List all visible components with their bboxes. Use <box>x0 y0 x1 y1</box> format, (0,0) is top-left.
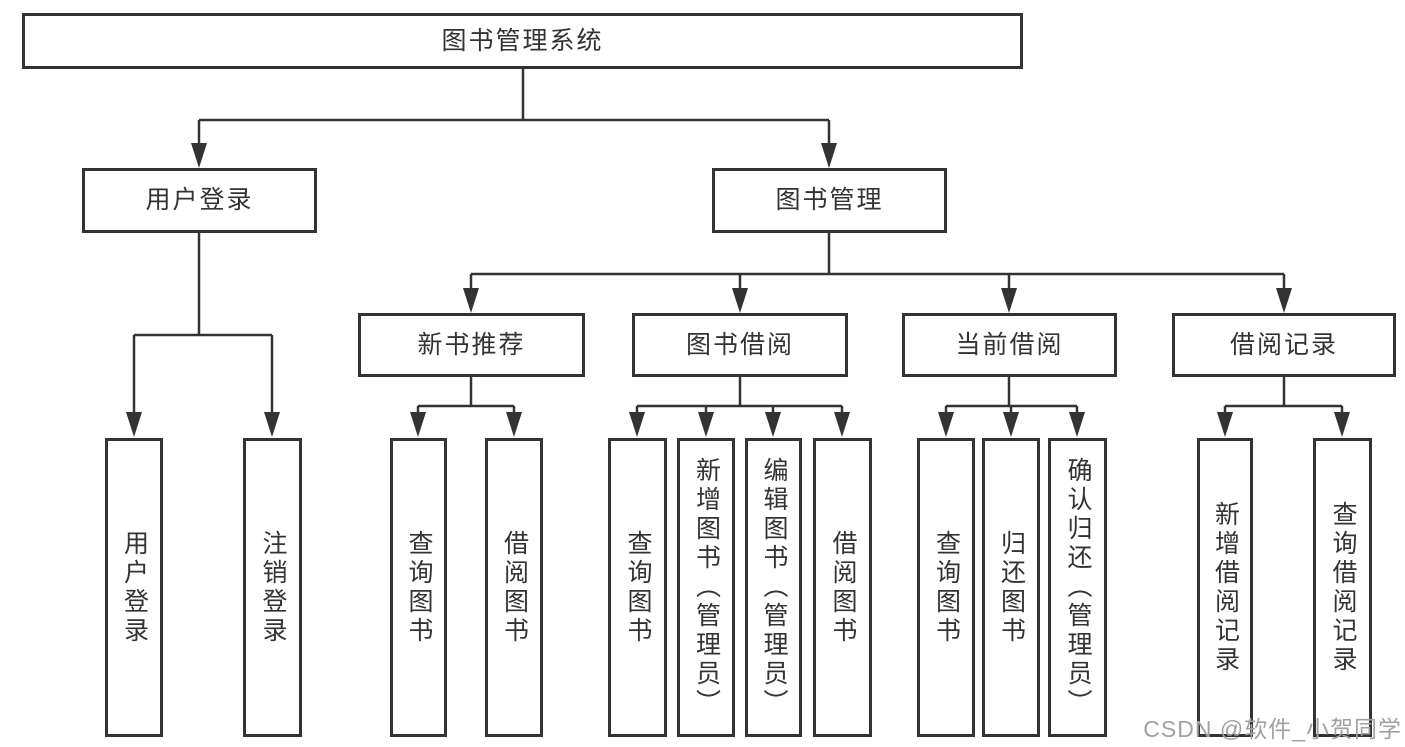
leaf-confirm-return-admin: 确认归还（管理员） <box>1048 438 1107 737</box>
node-borrow-records-label: 借阅记录 <box>1229 330 1338 359</box>
leaf-confirm-return-admin-label: 确认归还（管理员） <box>1064 457 1092 718</box>
node-book-borrow-label: 图书借阅 <box>685 330 794 359</box>
node-root-label: 图书管理系统 <box>441 26 604 55</box>
leaf-recommend-query-books-label: 查询图书 <box>405 529 433 646</box>
node-book-borrow: 图书借阅 <box>632 313 848 377</box>
leaf-add-borrow-record-label: 新增借阅记录 <box>1211 500 1240 675</box>
leaf-return-books-label: 归还图书 <box>997 529 1026 646</box>
node-user-login: 用户登录 <box>82 168 317 233</box>
leaf-add-books-admin-label: 新增图书（管理员） <box>692 457 721 718</box>
leaf-recommend-borrow-books: 借阅图书 <box>485 438 543 737</box>
leaf-return-books: 归还图书 <box>982 438 1040 737</box>
leaf-query-borrow-record-label: 查询借阅记录 <box>1329 500 1357 675</box>
node-book-management: 图书管理 <box>712 168 947 233</box>
leaf-borrow-books: 借阅图书 <box>813 438 872 737</box>
leaf-borrow-query-books-label: 查询图书 <box>624 529 652 646</box>
leaf-user-login: 用户登录 <box>105 438 163 737</box>
leaf-current-query-books: 查询图书 <box>917 438 975 737</box>
node-new-book-recommend-label: 新书推荐 <box>417 330 526 359</box>
leaf-edit-books-admin-label: 编辑图书（管理员） <box>760 457 788 718</box>
leaf-recommend-borrow-books-label: 借阅图书 <box>500 529 529 646</box>
leaf-current-query-books-label: 查询图书 <box>932 529 961 646</box>
leaf-add-books-admin: 新增图书（管理员） <box>677 438 735 737</box>
leaf-edit-books-admin: 编辑图书（管理员） <box>745 438 802 737</box>
leaf-borrow-query-books: 查询图书 <box>608 438 667 737</box>
leaf-recommend-query-books: 查询图书 <box>390 438 447 737</box>
node-new-book-recommend: 新书推荐 <box>358 313 585 377</box>
leaf-borrow-books-label: 借阅图书 <box>829 529 857 646</box>
node-user-login-label: 用户登录 <box>145 186 254 214</box>
leaf-logout-login-label: 注销登录 <box>259 529 287 646</box>
node-root: 图书管理系统 <box>22 13 1023 69</box>
node-current-borrow: 当前借阅 <box>902 313 1117 377</box>
leaf-query-borrow-record: 查询借阅记录 <box>1313 438 1372 737</box>
leaf-user-login-label: 用户登录 <box>120 529 149 646</box>
node-borrow-records: 借阅记录 <box>1172 313 1396 377</box>
leaf-logout-login: 注销登录 <box>243 438 302 737</box>
node-current-borrow-label: 当前借阅 <box>955 330 1064 359</box>
leaf-add-borrow-record: 新增借阅记录 <box>1197 438 1253 737</box>
node-book-management-label: 图书管理 <box>775 186 884 214</box>
